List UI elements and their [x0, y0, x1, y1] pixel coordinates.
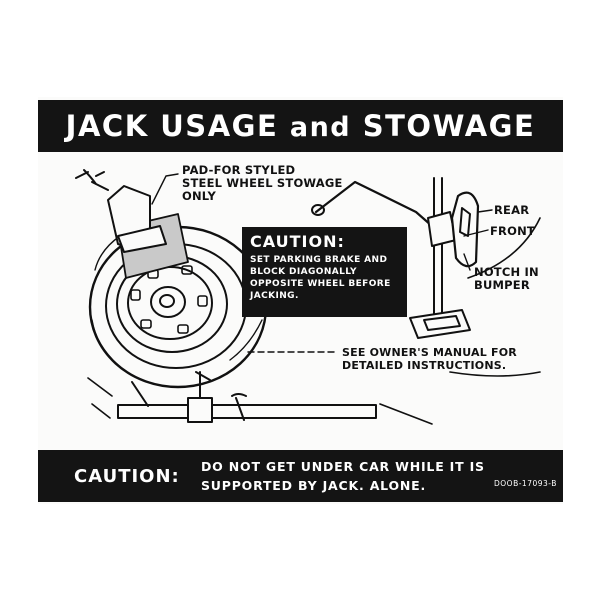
trunk-floor-line	[87, 371, 541, 425]
parking-brake-caution-box: CAUTION: SET PARKING BRAKE AND BLOCK DIA…	[242, 227, 407, 317]
body-panel-line	[467, 217, 541, 279]
pad-callout-line-3: ONLY	[182, 189, 217, 203]
title-bar: JACK USAGE and STOWAGE	[38, 100, 563, 152]
title-part-2: and	[289, 112, 352, 143]
pad-callout: PAD-FOR STYLED STEEL WHEEL STOWAGE ONLY	[182, 164, 343, 203]
bumper-notch	[459, 207, 471, 237]
part-number: DOOB-17093-B	[494, 479, 557, 488]
owners-manual-line-1: SEE OWNER'S MANUAL FOR	[342, 346, 517, 359]
wheel-slots	[130, 265, 208, 334]
wheel-inner-rim	[127, 266, 213, 340]
caution-box-heading: CAUTION:	[250, 232, 345, 251]
wheel-hub-cap	[159, 294, 175, 308]
jack-handle-socket	[311, 204, 325, 216]
jack-bar-post	[195, 371, 211, 399]
title-part-1: JACK USAGE	[65, 109, 290, 143]
jack-base-inner	[423, 315, 461, 331]
jack-handle	[314, 180, 434, 228]
title-part-3: STOWAGE	[351, 109, 536, 143]
caution-box-body: SET PARKING BRAKE AND BLOCK DIAGONALLY O…	[250, 255, 391, 301]
owners-manual-note: SEE OWNER'S MANUAL FOR DETAILED INSTRUCT…	[342, 346, 517, 372]
wing-nut	[75, 169, 109, 191]
jack-bar-hook	[131, 381, 247, 421]
notch-callout-line-1: NOTCH IN	[474, 265, 539, 279]
pad-leader-line	[151, 173, 179, 205]
warning-bar: CAUTION: DO NOT GET UNDER CAR WHILE IT I…	[38, 450, 563, 502]
jack-bar-clamp	[187, 397, 213, 423]
pad-callout-line-1: PAD-FOR STYLED	[182, 163, 296, 177]
front-label: FRONT	[490, 224, 535, 238]
warning-body: DO NOT GET UNDER CAR WHILE IT IS SUPPORT…	[201, 459, 485, 493]
jack-post	[433, 177, 443, 331]
notch-leader-line	[463, 253, 471, 271]
owners-manual-line-2: DETAILED INSTRUCTIONS.	[342, 359, 507, 372]
jack-bar-assembly	[117, 404, 377, 419]
warning-heading: CAUTION:	[74, 466, 180, 487]
bumper-outline	[450, 191, 480, 268]
rear-leader-line	[477, 209, 493, 213]
jack-base	[409, 309, 471, 339]
decal-title: JACK USAGE and STOWAGE	[66, 109, 536, 143]
notch-callout: NOTCH IN BUMPER	[474, 266, 539, 292]
wheel-hub	[150, 286, 186, 318]
hold-down-clamp	[117, 225, 167, 253]
rear-label: REAR	[494, 203, 530, 217]
front-leader-line	[463, 229, 489, 237]
pad-callout-line-2: STEEL WHEEL STOWAGE	[182, 176, 343, 190]
notch-callout-line-2: BUMPER	[474, 278, 530, 292]
